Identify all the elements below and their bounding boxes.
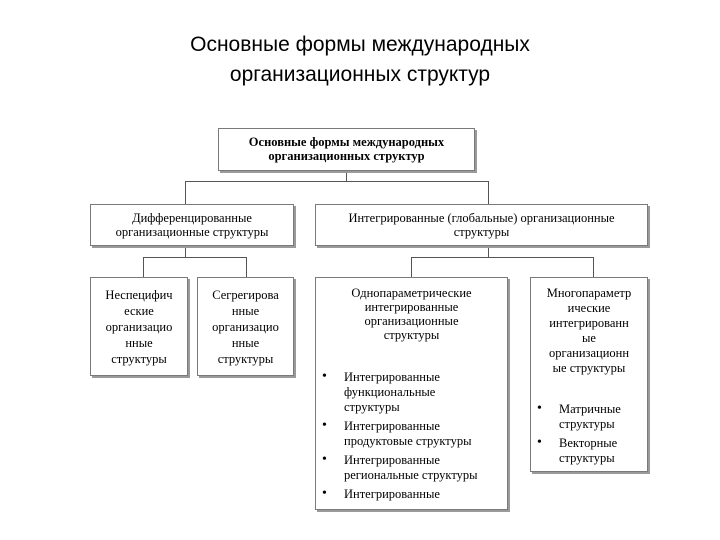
connector-to-multiparam xyxy=(593,257,594,277)
slide-title-line-1: Основные формы международных xyxy=(190,33,530,56)
oneparam-line-1: Однопараметрические xyxy=(351,286,472,300)
segregated-line-1: Сегрегирова xyxy=(212,288,279,302)
nonspecific-line-2: еские xyxy=(124,304,154,318)
integrated-line-1: Интегрированные (глобальные) организацио… xyxy=(348,211,615,225)
root-box: Основные формы международных организацио… xyxy=(218,128,475,171)
connector-differentiated-down xyxy=(185,245,186,258)
nonspecific-line-4: нные xyxy=(125,336,153,350)
slide-title-line-2: организационных структур xyxy=(229,63,491,86)
connector-level2-bar xyxy=(185,181,489,182)
connector-integrated-down xyxy=(488,245,489,258)
connector-to-integrated xyxy=(488,181,489,205)
nonspecific-line-1: Неспецифич xyxy=(105,288,173,302)
slide-title: Основные формы международных организацио… xyxy=(0,30,720,90)
nonspecific-line-3: организацио xyxy=(105,320,173,334)
segregated-structures-box: Сегрегирова нные организацио нные структ… xyxy=(197,277,294,376)
list-item: Интегрированные функциональные структуры xyxy=(318,369,478,415)
segregated-line-4: нные xyxy=(231,336,260,350)
segregated-line-2: нные xyxy=(231,304,260,318)
list-item: Векторные структуры xyxy=(533,435,621,466)
list-item: Матричные структуры xyxy=(533,401,621,432)
differentiated-structures-box: Дифференцированные организационные струк… xyxy=(90,204,294,246)
connector-to-nonspecific xyxy=(143,257,144,277)
one-parameter-structures-box: Однопараметрические интегрированные орга… xyxy=(315,277,508,510)
connector-to-oneparam xyxy=(411,257,412,277)
segregated-line-5: структуры xyxy=(217,352,274,366)
differentiated-line-2: организационные структуры xyxy=(115,225,269,239)
multiparam-line-4: ые xyxy=(582,331,596,345)
connector-to-differentiated xyxy=(185,181,186,205)
differentiated-line-1: Дифференцированные xyxy=(132,211,252,225)
multiparam-list: Матричные структуры Векторные структуры xyxy=(533,401,621,470)
segregated-line-3: организацио xyxy=(212,320,279,334)
multiparam-line-3: интегрированн xyxy=(549,316,629,330)
oneparam-line-4: структуры xyxy=(383,328,440,342)
nonspecific-line-5: структуры xyxy=(111,352,167,366)
connector-differentiated-bar xyxy=(143,257,247,258)
multi-parameter-structures-box: Многопараметр ические интегрированн ые о… xyxy=(530,277,648,472)
oneparam-line-2: интегрированные xyxy=(364,300,459,314)
list-item: Интегрированные продуктовые структуры xyxy=(318,418,478,449)
root-line-1: Основные формы международных xyxy=(248,135,445,149)
connector-integrated-bar xyxy=(411,257,594,258)
connector-root-down xyxy=(346,170,347,182)
multiparam-line-5: организационн xyxy=(548,346,630,360)
multiparam-line-2: ические xyxy=(567,301,611,315)
multiparam-line-1: Многопараметр xyxy=(546,286,632,300)
nonspecific-structures-box: Неспецифич еские организацио нные структ… xyxy=(90,277,188,376)
oneparam-list: Интегрированные функциональные структуры… xyxy=(318,369,478,506)
list-item: Интегрированные региональные структуры xyxy=(318,452,478,483)
connector-to-segregated xyxy=(246,257,247,277)
integrated-structures-box: Интегрированные (глобальные) организацио… xyxy=(315,204,648,246)
integrated-line-2: структуры xyxy=(453,225,510,239)
root-line-2: организационных структур xyxy=(268,149,425,163)
oneparam-line-3: организационные xyxy=(364,314,459,328)
list-item: Интегрированные xyxy=(318,486,478,502)
multiparam-line-6: ые структуры xyxy=(552,361,626,375)
